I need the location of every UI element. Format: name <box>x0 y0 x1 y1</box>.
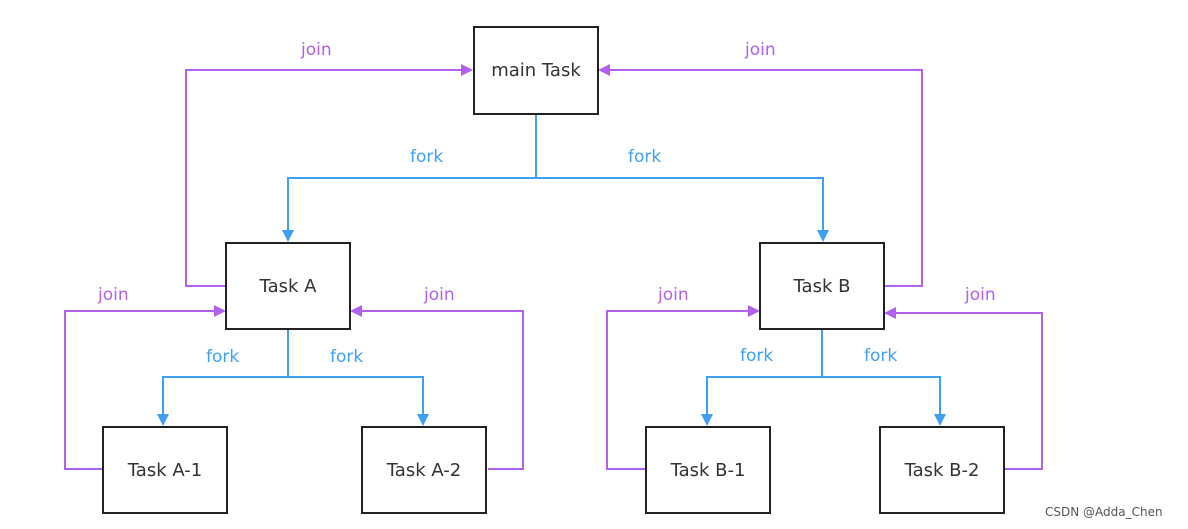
fork-label-main-a: fork <box>410 147 444 167</box>
fork-label-main-b: fork <box>628 147 662 167</box>
join-label-a-main: join <box>301 40 332 60</box>
join-edge-b1-b <box>606 305 760 470</box>
fork-edge-a-a2 <box>288 376 429 426</box>
node-task-b-2: Task B-2 <box>879 426 1005 514</box>
join-edge-a1-a <box>64 305 226 470</box>
watermark: CSDN @Adda_Chen <box>1045 505 1163 519</box>
join-label-b2-b: join <box>965 285 996 305</box>
fork-edge-b-b2 <box>822 376 946 426</box>
fork-label-a-a1: fork <box>206 347 240 367</box>
node-main-task: main Task <box>473 26 599 115</box>
fork-edge-main-a <box>282 114 537 242</box>
node-task-a: Task A <box>225 242 351 330</box>
node-task-b: Task B <box>759 242 885 330</box>
fork-label-b-b2: fork <box>864 346 898 366</box>
fork-label-a-a2: fork <box>330 347 364 367</box>
join-label-b1-b: join <box>658 285 689 305</box>
fork-label-b-b1: fork <box>740 346 774 366</box>
fork-edge-b-b1 <box>701 329 823 426</box>
join-label-a2-a: join <box>424 285 455 305</box>
fork-edge-main-b <box>536 177 829 242</box>
join-label-a1-a: join <box>98 285 129 305</box>
join-label-b-main: join <box>745 40 776 60</box>
join-edge-a-main <box>185 64 473 287</box>
fork-edge-a-a1 <box>157 329 289 426</box>
node-task-a-1: Task A-1 <box>102 426 228 514</box>
join-edge-b-main <box>598 64 923 287</box>
node-task-b-1: Task B-1 <box>645 426 771 514</box>
node-task-a-2: Task A-2 <box>361 426 487 514</box>
join-edge-a2-a <box>350 305 524 470</box>
